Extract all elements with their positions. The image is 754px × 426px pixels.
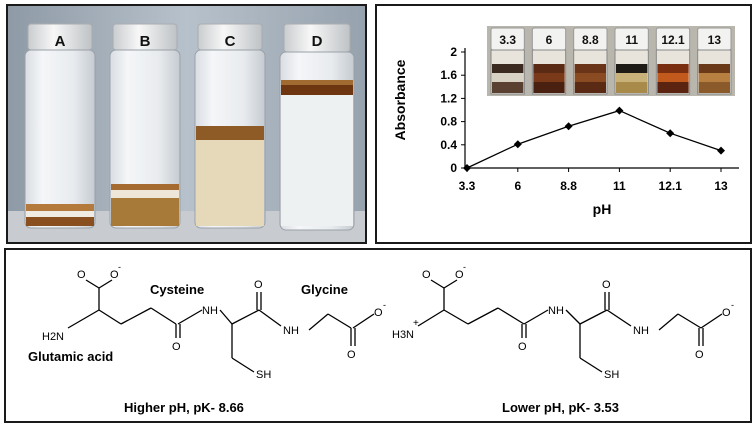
x-tick-label: 3.3 [459, 179, 476, 193]
atom-o: O [374, 307, 383, 319]
inset-label: 8.8 [582, 33, 599, 47]
data-point [463, 164, 471, 172]
vial-photo-panel: A B C D [6, 4, 367, 244]
inset-label: 13 [708, 33, 722, 47]
amide-nh: NH [633, 325, 649, 337]
atom-o: O [254, 279, 263, 291]
data-point [615, 106, 624, 115]
vial-label: C [225, 33, 236, 50]
atom-o: O [422, 269, 431, 281]
charge-minus: - [731, 300, 734, 310]
absorbance-chart-panel: 3.3 6 8.8 11 12.1 13 0 0.4 0.8 1.2 1.6 2 3.3 6 8.8 11 1… [375, 4, 752, 244]
amide-nh: NH [202, 305, 218, 317]
x-tick-label: 11 [613, 179, 626, 193]
atom-o: O [347, 349, 356, 361]
structures: O O - H2N O NH O NH SH O O - Cysteine Gl… [28, 262, 734, 415]
y-tick-label: 0.4 [440, 138, 457, 152]
data-point [513, 140, 522, 149]
y-tick-label: 1.2 [440, 91, 457, 105]
vial-c [194, 23, 266, 229]
inset-vial: 8.8 [573, 27, 608, 95]
caption-lower-ph: Lower pH, pK- 3.53 [502, 400, 619, 415]
vial-b [109, 23, 181, 229]
y-tick-label: 1.6 [440, 68, 457, 82]
y-tick-label: 0.8 [440, 115, 457, 129]
amide-nh: NH [283, 325, 299, 337]
inset-vial: 6 [531, 27, 567, 95]
x-tick-label: 8.8 [560, 179, 577, 193]
x-tick-label: 13 [714, 179, 728, 193]
caption-higher-ph: Higher pH, pK- 8.66 [124, 400, 244, 415]
atom-o: O [172, 341, 181, 353]
x-axis-title: pH [593, 201, 612, 217]
y-tick-label: 2 [450, 45, 457, 59]
vial-label: A [55, 33, 66, 50]
data-point [564, 122, 573, 131]
thiol-group: SH [604, 369, 619, 381]
inset-background [487, 26, 735, 96]
structure-higher-ph [67, 279, 375, 373]
x-tick-label: 6 [514, 179, 521, 193]
vial-photo: A B C D [8, 6, 365, 242]
amide-nh: NH [548, 305, 564, 317]
y-tick-label: 0 [450, 161, 457, 175]
structure-lower-ph [417, 279, 723, 373]
vial-d [279, 23, 355, 231]
glutathione-structures-panel: O O - H2N O NH O NH SH O O - Cysteine Gl… [4, 248, 752, 423]
label-cysteine: Cysteine [150, 282, 204, 297]
charge-minus: - [383, 300, 386, 310]
charge-minus: - [118, 262, 121, 272]
inset-label: 12.1 [661, 33, 685, 47]
label-glutamic-acid: Glutamic acid [28, 349, 113, 364]
charge-plus: + [413, 318, 419, 329]
inset-label: 11 [625, 33, 638, 47]
thiol-group: SH [256, 369, 271, 381]
vial-label: D [312, 33, 323, 50]
y-axis-title: Absorbance [392, 59, 408, 140]
amine-group: H2N [42, 331, 64, 343]
inset-label: 6 [546, 33, 553, 47]
vial-a [24, 23, 96, 229]
data-point [717, 146, 725, 155]
absorbance-series-line [466, 109, 722, 169]
atom-o: O [518, 341, 527, 353]
label-glycine: Glycine [301, 282, 348, 297]
inset-vial: 13 [697, 27, 732, 95]
inset-vial: 3.3 [490, 27, 525, 95]
amine-group: H3N [392, 329, 414, 341]
atom-o: O [455, 269, 464, 281]
inset-label: 3.3 [499, 33, 516, 47]
inset-vial: 12.1 [655, 27, 691, 95]
atom-o: O [602, 279, 611, 291]
inset-vial-photo: 3.3 6 8.8 11 12.1 13 [487, 26, 735, 96]
atom-o: O [77, 269, 86, 281]
atom-o: O [695, 349, 704, 361]
data-point [666, 129, 675, 138]
x-tick-label: 12.1 [659, 179, 683, 193]
absorbance-chart: 3.3 6 8.8 11 12.1 13 0 0.4 0.8 1.2 1.6 2 3.3 6 8.8 11 1… [392, 26, 739, 217]
atom-o: O [110, 269, 119, 281]
atom-o: O [722, 307, 731, 319]
inset-vial: 11 [614, 27, 649, 95]
charge-minus: - [463, 262, 466, 272]
vial-label: B [140, 33, 151, 50]
